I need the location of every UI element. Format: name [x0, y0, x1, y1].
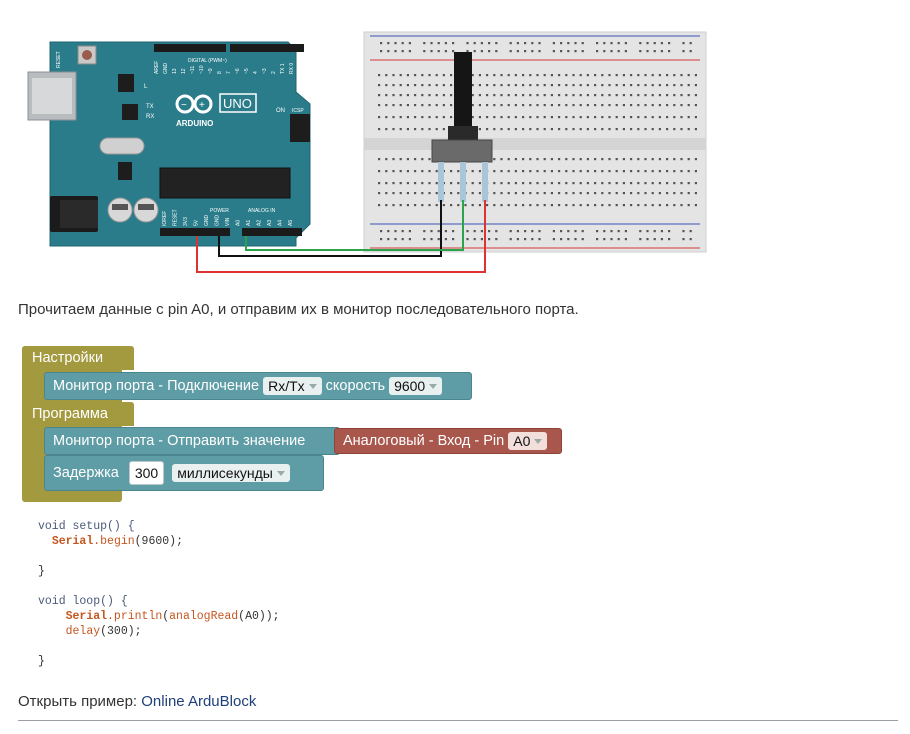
- digital-pin-label-0: AREF: [154, 61, 160, 74]
- code-analogread-fn: analogRead: [169, 610, 239, 623]
- delay-block[interactable]: Задержка 300 миллисекунды: [44, 455, 324, 491]
- bottom-pin-label-6: VIN: [225, 217, 231, 226]
- code-println-open: (: [162, 610, 170, 623]
- digital-pin-label-6: ~9: [208, 68, 214, 74]
- delay-label: Задержка: [53, 465, 119, 481]
- digital-pin-label-10: ~5: [244, 68, 250, 74]
- digital-pin-label-15: RX 0: [289, 63, 295, 74]
- digital-pin-label-7: 8: [217, 71, 223, 74]
- pin-value: A0: [513, 433, 531, 449]
- digital-pin-label-4: ~11: [190, 66, 196, 74]
- board-brand: ARDUINO: [176, 119, 213, 128]
- bottom-pin-label-12: A5: [288, 220, 294, 226]
- setup-header-label: Настройки: [32, 350, 104, 366]
- code-close-setup: }: [38, 565, 45, 578]
- bottom-pin-label-9: A2: [257, 220, 263, 226]
- chevron-down-icon: [276, 470, 285, 476]
- delay-input[interactable]: 300: [128, 461, 165, 485]
- code-listing: void setup() { Serial.begin(9600); } voi…: [38, 519, 280, 669]
- digital-pin-label-1: GND: [163, 63, 169, 75]
- code-println-args: (A0));: [238, 610, 280, 623]
- digital-pin-label-14: TX 1: [280, 63, 286, 74]
- digital-pin-label-3: 12: [181, 68, 187, 74]
- board-icsp-label: ICSP: [292, 108, 304, 114]
- breadboard: [363, 31, 707, 253]
- serial-send-block[interactable]: Монитор порта - Отправить значение: [44, 427, 340, 455]
- arduino-board: − + ARDUINO UNO ON ICSP RESET DIGITAL (P…: [27, 41, 311, 247]
- digital-pin-label-5: ~10: [199, 65, 205, 74]
- board-rx-label: RX: [146, 114, 154, 120]
- bottom-pin-label-1: RESET: [173, 209, 179, 226]
- digital-pin-label-13: 2: [271, 71, 277, 74]
- serial-connect-label: Монитор порта - Подключение: [53, 378, 260, 394]
- code-loop-signature: void loop() {: [38, 595, 128, 608]
- bottom-pin-label-3: 5V: [194, 219, 200, 226]
- board-on-label: ON: [276, 108, 285, 114]
- serial-send-label: Монитор порта - Отправить значение: [53, 433, 306, 449]
- port-dropdown[interactable]: Rx/Tx: [263, 377, 322, 395]
- divider: [18, 720, 898, 721]
- chevron-down-icon: [308, 383, 317, 389]
- code-serial-obj: Serial: [51, 535, 94, 548]
- board-power-label: POWER: [210, 208, 229, 214]
- board-model: UNO: [223, 96, 252, 111]
- analog-read-label: Аналоговый - Вход - Pin: [343, 433, 505, 449]
- code-println-fn: .println: [107, 610, 163, 623]
- description-text: Прочитаем данные с pin A0, и отправим их…: [18, 301, 579, 318]
- arduino-logo-icon: − +: [175, 94, 213, 114]
- code-delay-fn: delay: [65, 625, 101, 638]
- svg-text:−: −: [181, 100, 187, 111]
- svg-text:+: +: [199, 100, 205, 111]
- analog-read-block[interactable]: Аналоговый - Вход - Pin A0: [334, 428, 562, 454]
- board-analog-label: ANALOG IN: [248, 208, 276, 214]
- speed-dropdown[interactable]: 9600: [389, 377, 443, 395]
- program-section-header[interactable]: Программа: [22, 402, 134, 426]
- bottom-pin-labels: IOREF RESET 3V3 5V GND GND VIN A0 A1 A2 A3 A4 A5: [162, 209, 294, 226]
- open-example-label: Открыть пример:: [18, 693, 142, 710]
- unit-dropdown[interactable]: миллисекунды: [172, 464, 290, 482]
- bottom-pin-label-11: A4: [278, 220, 284, 226]
- bottom-pin-label-7: A0: [236, 220, 242, 226]
- wire-red: [196, 200, 486, 273]
- wire-green: [245, 200, 464, 251]
- digital-pin-label-8: 7: [226, 71, 232, 74]
- code-delay-args: (300);: [100, 625, 142, 638]
- code-begin-fn: .begin: [93, 535, 135, 548]
- board-digital-label: DIGITAL (PWM~): [188, 58, 227, 64]
- bottom-pin-label-5: GND: [215, 215, 221, 227]
- bottom-pin-label-8: A1: [246, 220, 252, 226]
- delay-value: 300: [134, 465, 159, 481]
- digital-pin-label-9: ~6: [235, 68, 241, 74]
- bottom-pin-label-10: A3: [267, 220, 273, 226]
- serial-connect-block[interactable]: Монитор порта - Подключение Rx/Tx скорос…: [44, 372, 472, 400]
- speed-label: скорость: [325, 378, 386, 394]
- pin-dropdown[interactable]: A0: [508, 432, 548, 450]
- digital-pin-label-11: 4: [253, 71, 259, 74]
- code-serial-obj-2: Serial: [65, 610, 108, 623]
- code-close-loop: }: [38, 655, 45, 668]
- online-ardublock-link[interactable]: Online ArduBlock: [141, 693, 257, 710]
- chevron-down-icon: [534, 438, 543, 444]
- speed-value: 9600: [394, 378, 426, 394]
- board-reset-label: RESET: [56, 51, 62, 68]
- potentiometer: [431, 52, 493, 202]
- bottom-pin-label-2: 3V3: [183, 217, 189, 226]
- code-begin-args: (9600);: [134, 535, 183, 548]
- board-l-label: L: [144, 84, 148, 90]
- setup-section-header[interactable]: Настройки: [22, 346, 134, 370]
- wire-black: [218, 200, 442, 257]
- code-setup-signature: void setup() {: [38, 520, 135, 533]
- bottom-pin-label-4: GND: [204, 215, 210, 227]
- program-header-label: Программа: [32, 406, 108, 422]
- open-example-line: Открыть пример: Online ArduBlock: [18, 693, 256, 710]
- digital-pin-label-12: ~3: [262, 68, 268, 74]
- bottom-pin-label-0: IOREF: [162, 211, 168, 226]
- circuit-illustration: − + ARDUINO UNO ON ICSP RESET DIGITAL (P…: [27, 31, 707, 273]
- board-tx-label: TX: [146, 104, 154, 110]
- port-value: Rx/Tx: [268, 378, 305, 394]
- unit-value: миллисекунды: [177, 465, 273, 481]
- digital-pin-label-2: 13: [172, 68, 178, 74]
- chevron-down-icon: [429, 383, 438, 389]
